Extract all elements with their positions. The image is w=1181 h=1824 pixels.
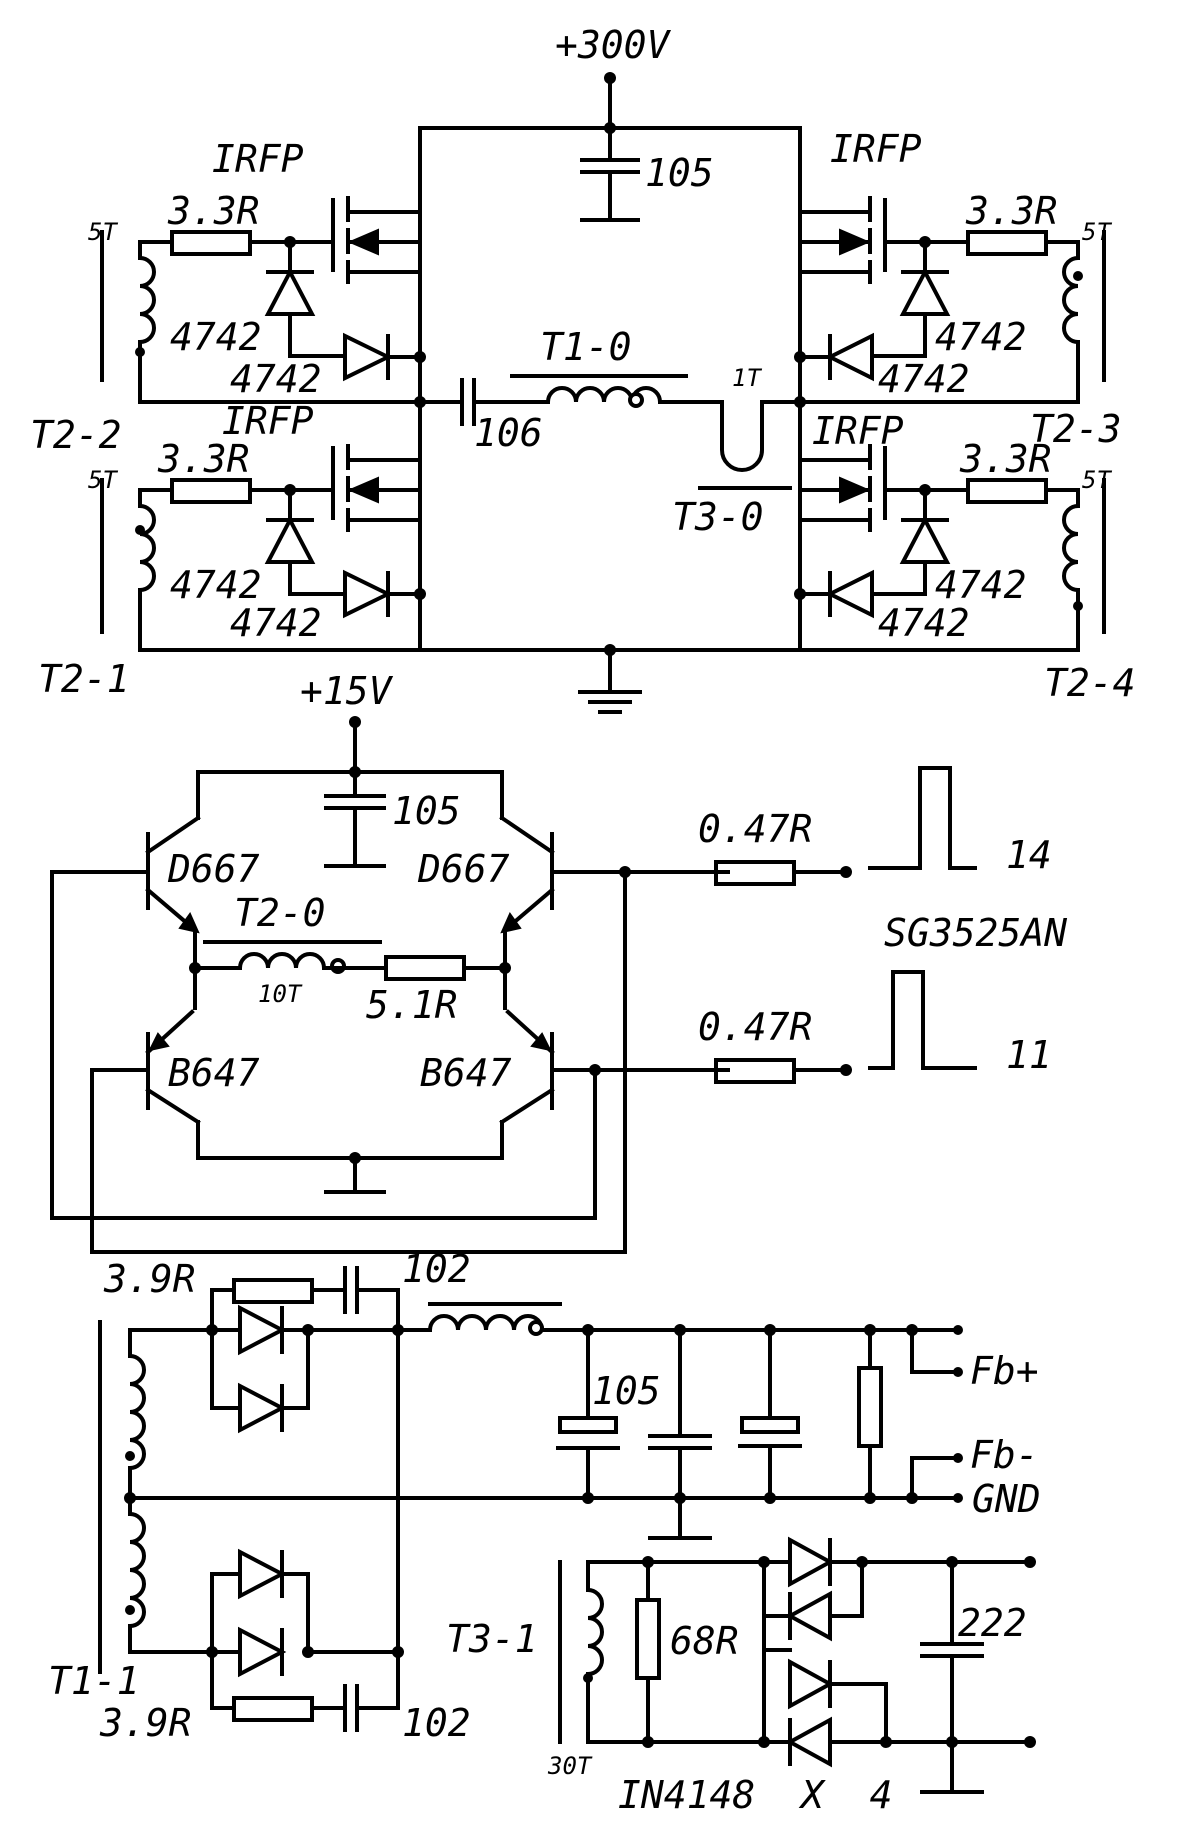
label-z-tr2: 4742 <box>878 357 970 401</box>
label-gnd: GND <box>972 1477 1041 1521</box>
label-z-bl2: 4742 <box>230 601 322 645</box>
gate-driver-bottom-left <box>100 478 426 652</box>
label-cap-top: 105 <box>645 151 714 195</box>
label-5t-br: 5T <box>1082 466 1112 494</box>
label-t2-2: T2-2 <box>30 413 122 457</box>
label-d667-r: D667 <box>417 847 510 891</box>
label-pin14: 14 <box>1006 833 1052 877</box>
label-r-047a: 0.47R <box>698 807 812 851</box>
label-t2-0: T2-0 <box>234 891 326 935</box>
label-sg3525: SG3525AN <box>884 911 1067 955</box>
gate-driver-top-right <box>794 230 1106 404</box>
label-t3-0: T3-0 <box>672 495 764 539</box>
mosfet-bottom-left <box>331 444 422 532</box>
label-r-tr: 3.3R <box>965 189 1058 233</box>
label-z-tl1: 4742 <box>170 315 262 359</box>
label-1t: 1T <box>732 364 762 392</box>
label-r-047b: 0.47R <box>698 1005 812 1049</box>
label-cap-102b: 102 <box>402 1701 471 1745</box>
label-5t-bl: 5T <box>88 466 118 494</box>
label-irfp-tl: IRFP <box>212 137 304 181</box>
mosfet-bottom-right <box>798 444 887 532</box>
label-cap-222: 222 <box>958 1601 1027 1645</box>
label-b647-r: B647 <box>420 1051 512 1095</box>
label-z-br2: 4742 <box>878 601 970 645</box>
label-t2-1: T2-1 <box>38 657 130 701</box>
label-t2-4: T2-4 <box>1044 661 1136 705</box>
label-t1-0: T1-0 <box>540 325 632 369</box>
mosfet-top-right <box>798 196 887 284</box>
label-in4148: IN4148 X 4 <box>618 1773 893 1817</box>
label-r-39b: 3.9R <box>99 1701 192 1745</box>
mosfet-top-left <box>331 196 422 284</box>
label-b647-l: B647 <box>168 1051 260 1095</box>
label-fbp: Fb+ <box>970 1349 1039 1393</box>
label-r-39a: 3.9R <box>103 1257 196 1301</box>
transistor-b647-right <box>499 966 555 1125</box>
label-irfp-br: IRFP <box>812 409 904 453</box>
label-r-51: 5.1R <box>366 983 458 1027</box>
label-15v: +15V <box>300 669 394 713</box>
label-z-br1: 4742 <box>935 563 1027 607</box>
label-cap-mid: 105 <box>392 789 461 833</box>
label-r-br: 3.3R <box>959 437 1052 481</box>
label-irfp-bl: IRFP <box>222 399 314 443</box>
label-irfp-tr: IRFP <box>830 127 922 171</box>
label-300v: +300V <box>555 23 672 67</box>
label-t2-3: T2-3 <box>1030 407 1122 451</box>
labels: +300V 105 IRFP IRFP IRFP IRFP 3.3R 3.3R … <box>30 23 1136 1817</box>
label-r-tl: 3.3R <box>167 189 260 233</box>
label-t1-1: T1-1 <box>48 1659 140 1703</box>
transistor-b647-left <box>145 966 201 1125</box>
label-r-bl: 3.3R <box>157 437 250 481</box>
label-d667-l: D667 <box>167 847 260 891</box>
gate-driver-top-left <box>100 230 426 404</box>
label-5t-tr: 5T <box>1082 218 1112 246</box>
label-5t-tl: 5T <box>88 218 118 246</box>
output-section <box>98 1266 1036 1794</box>
label-r-68: 68R <box>670 1619 739 1663</box>
label-30t: 30T <box>547 1752 593 1780</box>
label-t3-1: T3-1 <box>446 1617 538 1661</box>
power-bridge-section <box>100 72 1106 714</box>
label-z-bl1: 4742 <box>170 563 262 607</box>
label-cap-102a: 102 <box>402 1247 471 1291</box>
bridge-output <box>418 374 802 490</box>
gate-driver-bottom-right <box>794 478 1106 652</box>
transistor-d667-right <box>499 815 555 970</box>
label-cap-106: 106 <box>474 411 543 455</box>
transistor-d667-left <box>145 815 201 970</box>
driver-section <box>50 716 977 1254</box>
label-fbm: Fb- <box>970 1433 1039 1477</box>
label-cap-105b: 105 <box>592 1369 661 1413</box>
label-pin11: 11 <box>1006 1033 1052 1077</box>
label-z-tr1: 4742 <box>935 315 1027 359</box>
label-10t: 10T <box>258 980 303 1008</box>
label-z-tl2: 4742 <box>230 357 322 401</box>
